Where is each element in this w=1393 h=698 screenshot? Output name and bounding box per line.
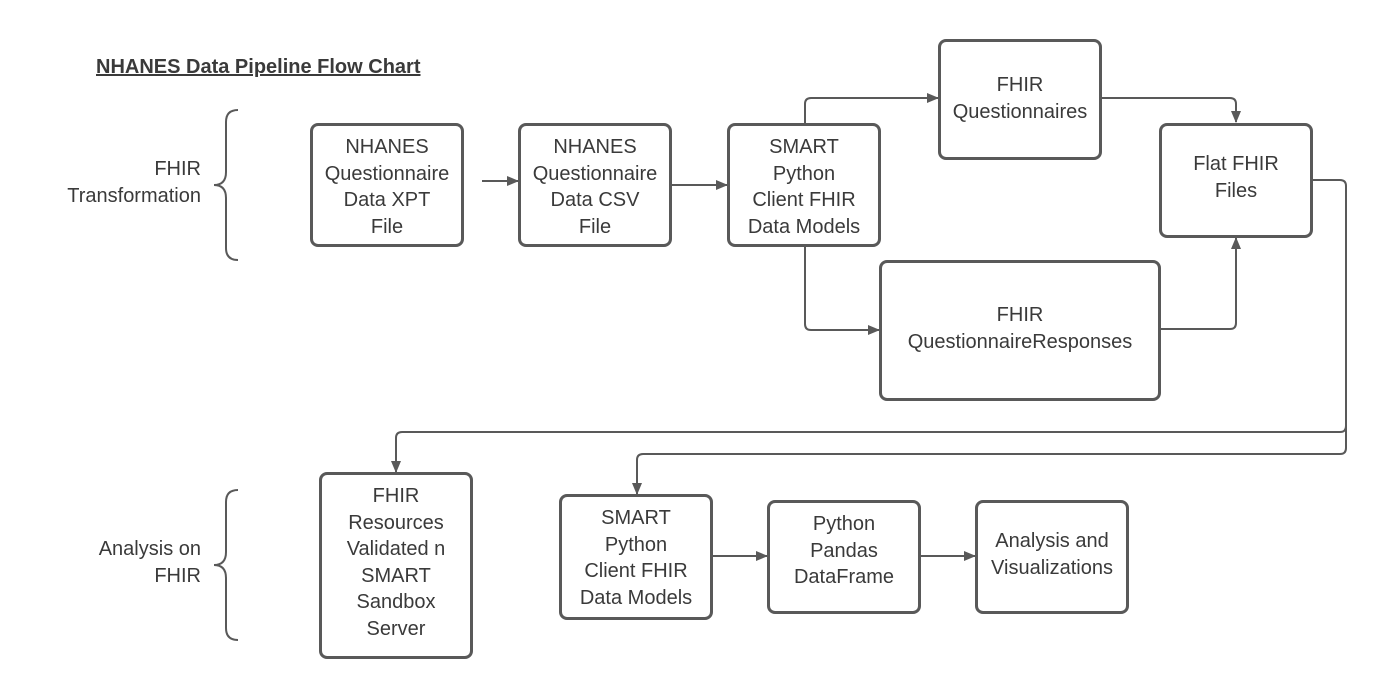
node-pandas-dataframe-label: Python Pandas DataFrame (793, 513, 895, 588)
node-smart-client-2[interactable]: SMART Python Client FHIR Data Models (559, 494, 713, 620)
node-fhir-questionnaires[interactable]: FHIR Questionnaires (938, 39, 1102, 160)
node-flat-fhir-files-label: Flat FHIR Files (1193, 153, 1279, 202)
node-fhir-questionnaire-responses-label: FHIR QuestionnaireResponses (907, 304, 1133, 353)
node-fhir-resources-validated[interactable]: FHIR Resources Validated n SMART Sandbox… (319, 472, 473, 659)
node-xpt-file-label: NHANES Questionnaire Data XPT File (324, 136, 450, 238)
node-fhir-questionnaires-label: FHIR Questionnaires (952, 74, 1088, 123)
chart-title: NHANES Data Pipeline Flow Chart (96, 56, 421, 78)
node-csv-file[interactable]: NHANES Questionnaire Data CSV File (518, 123, 672, 247)
brace-analysis (213, 489, 239, 641)
brace-transformation (213, 109, 239, 261)
arrow-questionnaires-to-flat (1101, 97, 1241, 123)
node-analysis-visualizations[interactable]: Analysis and Visualizations (975, 500, 1129, 614)
node-smart-client-2-label: SMART Python Client FHIR Data Models (579, 507, 693, 609)
section-label-transformation: FHIR Transformation (67, 158, 201, 207)
node-smart-client-1[interactable]: SMART Python Client FHIR Data Models (727, 123, 881, 247)
node-xpt-file[interactable]: NHANES Questionnaire Data XPT File (310, 123, 464, 247)
node-fhir-questionnaire-responses[interactable]: FHIR QuestionnaireResponses (879, 260, 1161, 401)
arrow-flat-to-smart2 (632, 426, 1347, 495)
node-smart-client-1-label: SMART Python Client FHIR Data Models (747, 136, 861, 238)
node-csv-file-label: NHANES Questionnaire Data CSV File (532, 136, 658, 238)
node-pandas-dataframe[interactable]: Python Pandas DataFrame (767, 500, 921, 614)
arrow-responses-to-flat (1160, 237, 1241, 330)
node-flat-fhir-files[interactable]: Flat FHIR Files (1159, 123, 1313, 238)
arrow-smart1-to-responses (804, 246, 880, 335)
arrow-flat-to-validated (391, 179, 1347, 473)
section-label-analysis: Analysis on FHIR (98, 538, 201, 587)
arrow-smart1-to-questionnaires (804, 93, 939, 124)
node-fhir-resources-validated-label: FHIR Resources Validated n SMART Sandbox… (346, 485, 446, 640)
node-analysis-visualizations-label: Analysis and Visualizations (991, 530, 1113, 579)
